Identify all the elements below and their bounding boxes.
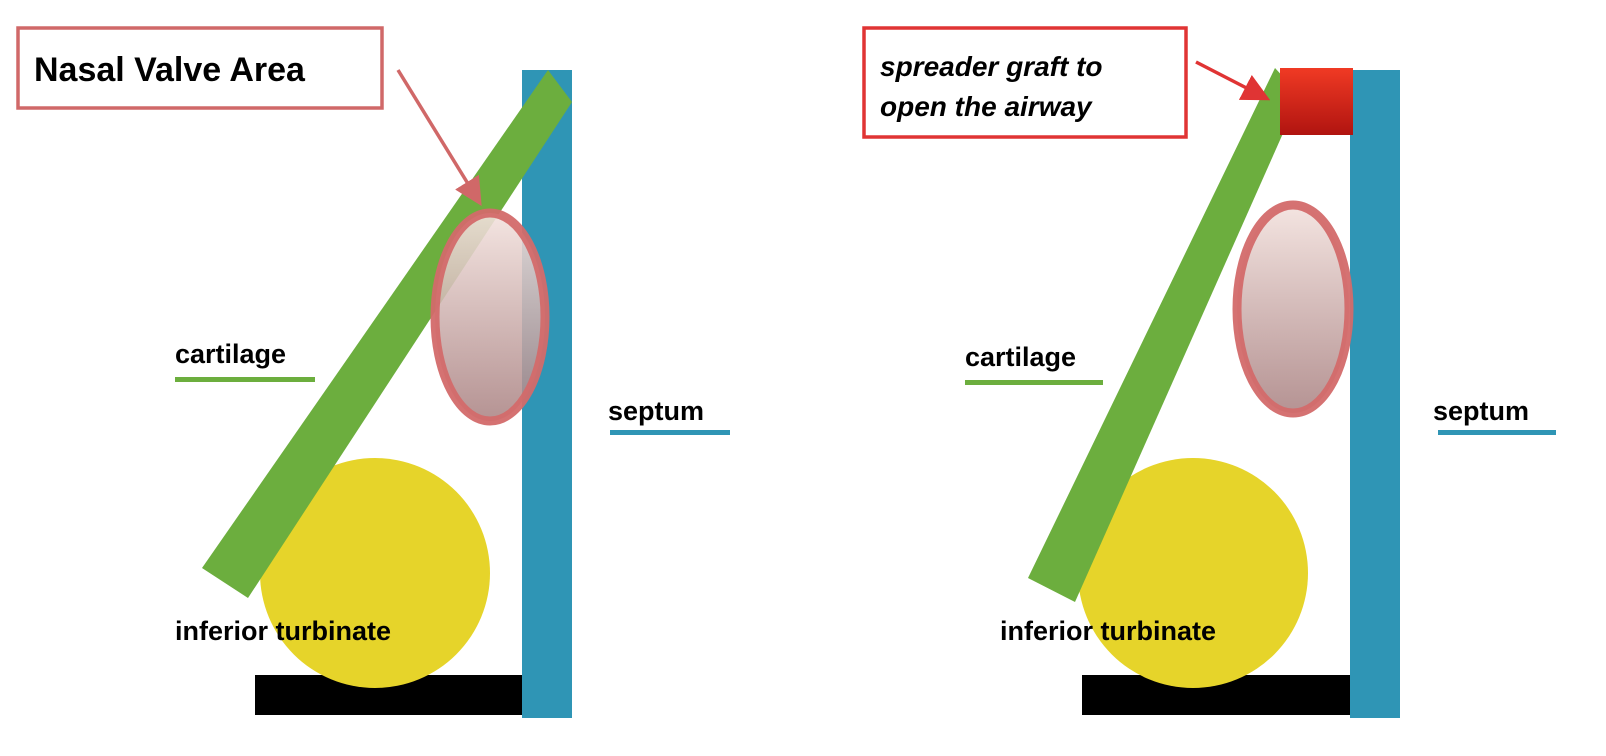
cartilage-underline [965, 380, 1103, 385]
callout-arrow [1195, 60, 1271, 101]
turbinate-label: inferior turbinate [175, 616, 391, 646]
callout-text: Nasal Valve Area [34, 51, 306, 89]
right-panel: spreader graft to open the airway cartil… [862, 26, 1556, 718]
turbinate-label: inferior turbinate [1000, 616, 1216, 646]
cartilage-bar [1028, 68, 1300, 602]
callout-text-line1: spreader graft to [880, 51, 1103, 82]
callout-box [862, 26, 1188, 139]
cartilage-label: cartilage [965, 342, 1076, 372]
septum-bar [1350, 70, 1400, 718]
callout-arrow [396, 69, 482, 206]
spreader-graft [1280, 68, 1353, 135]
septum-label: septum [1433, 396, 1529, 426]
nasal-valve-ellipse [1232, 200, 1354, 418]
callout-box [16, 26, 384, 110]
inferior-turbinate [1078, 458, 1308, 688]
callout-text-line2: open the airway [880, 91, 1093, 122]
left-panel: Nasal Valve Area cartilage septum inferi… [16, 26, 730, 718]
septum-label: septum [608, 396, 704, 426]
cartilage-underline [175, 377, 315, 382]
cartilage-label: cartilage [175, 339, 286, 369]
septum-underline [610, 430, 730, 435]
septum-underline [1438, 430, 1556, 435]
inferior-turbinate [260, 458, 490, 688]
nasal-valve-ellipse [430, 208, 550, 426]
